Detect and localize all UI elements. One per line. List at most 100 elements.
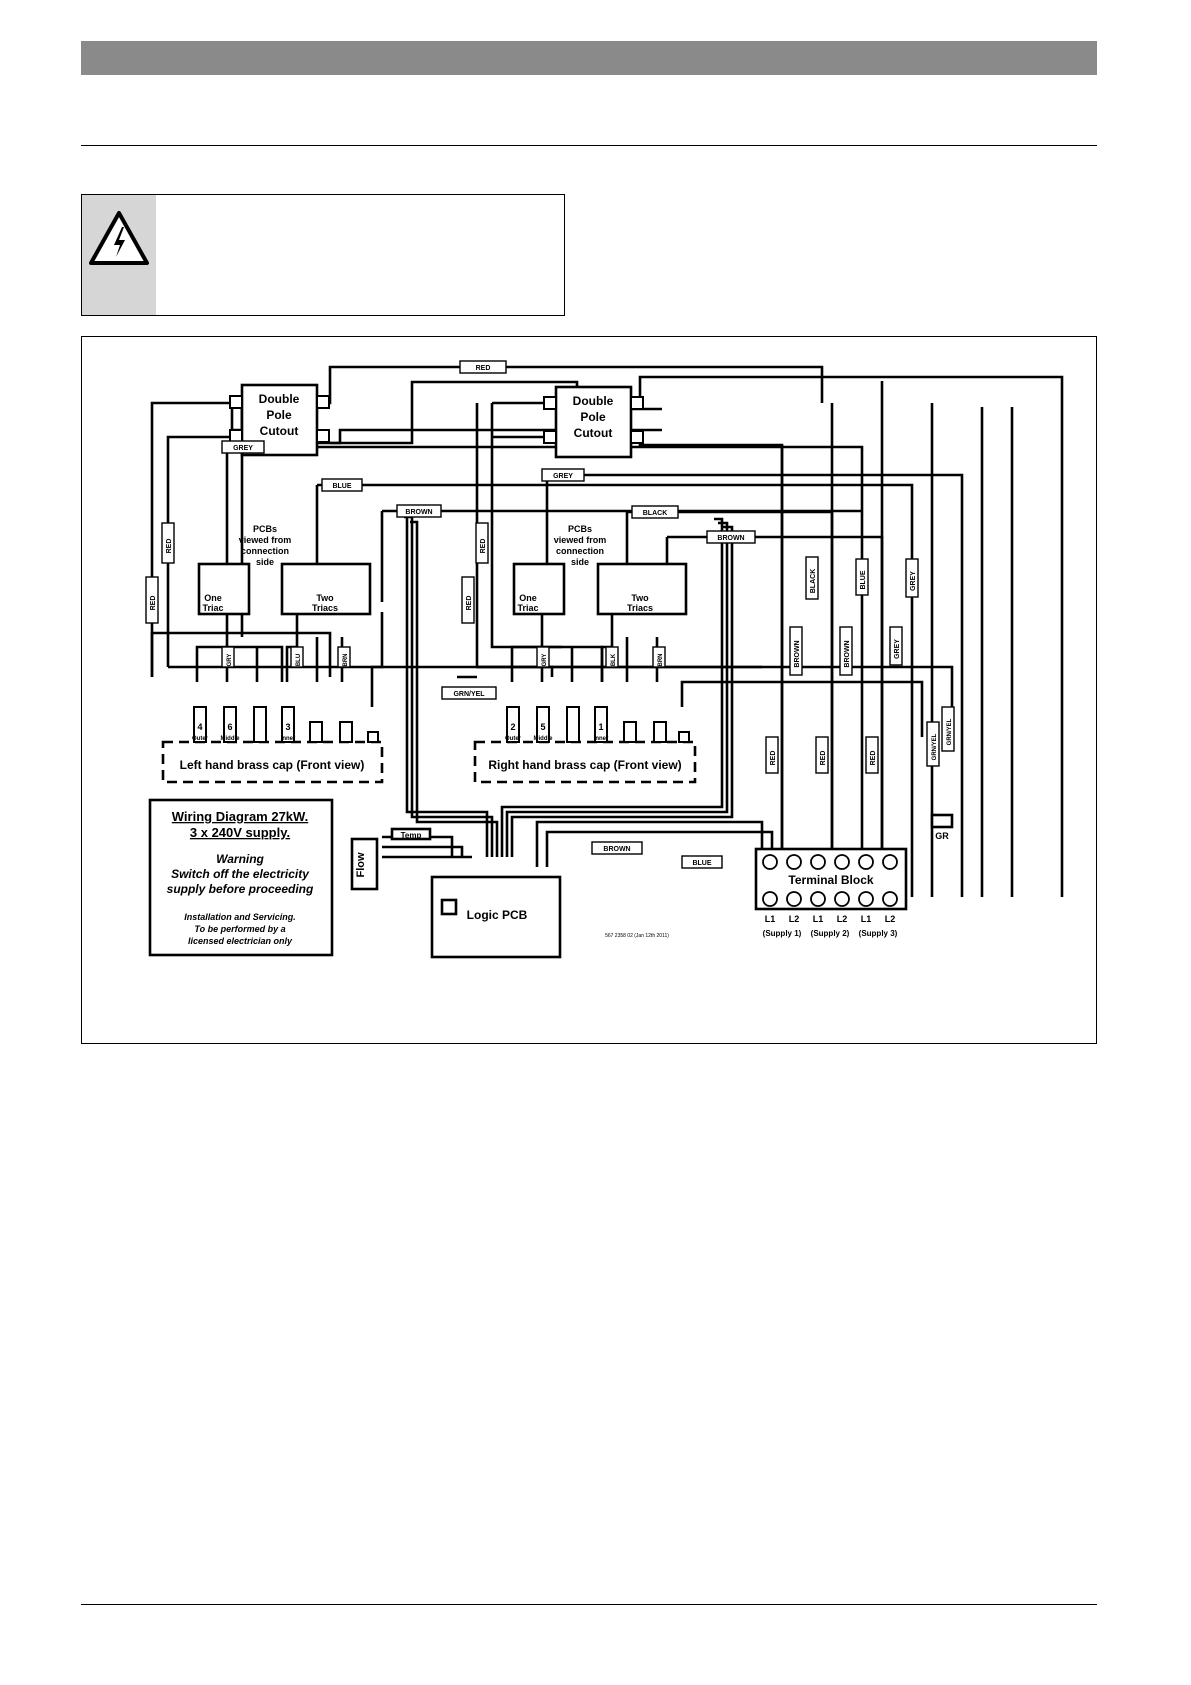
right-brass-cap-outline xyxy=(473,740,697,784)
left-brass-cap-label: Left hand brass cap (Front view) xyxy=(180,758,365,772)
wire-label-grn-yel-vertical-2: GRN/YEL xyxy=(947,718,953,745)
logic-pcb-box xyxy=(430,875,562,959)
wire-label-blue-vertical: BLUE xyxy=(860,570,867,589)
wire-label-brown-bottom: BROWN xyxy=(603,846,630,853)
right-two-triacs-label-2: Triacs xyxy=(627,603,653,613)
wire-label-black-right: BLACK xyxy=(643,510,668,517)
terminal-block-label: Terminal Block xyxy=(788,873,873,887)
right-cutout-label-2: Pole xyxy=(580,410,606,424)
right-two-triacs-label-1: Two xyxy=(631,593,649,603)
left-two-triacs-label-1: Two xyxy=(316,593,334,603)
electric-hazard-icon xyxy=(89,211,149,265)
wire-label-blue-bottom: BLUE xyxy=(692,860,711,867)
right-brass-cap-label: Right hand brass cap (Front view) xyxy=(488,758,681,772)
terminal-l2-b: L2 xyxy=(837,914,848,924)
left-brass-cap-outline xyxy=(161,740,384,784)
left-outer-label: Outer xyxy=(192,736,209,742)
left-terminal-3: 3 xyxy=(285,722,290,732)
wire-label-grn-yel-vertical-1: GRN/YEL xyxy=(932,733,938,760)
ground-label: GR xyxy=(935,831,949,841)
left-terminal-4: 4 xyxy=(197,722,202,732)
wire-label-red-right-1: RED xyxy=(466,596,473,611)
wire-label-brn-left: BRN xyxy=(343,654,349,667)
right-terminal-2: 2 xyxy=(510,722,515,732)
info-box xyxy=(148,798,334,957)
right-terminal-1: 1 xyxy=(598,722,603,732)
wire-label-blk-right: BLK xyxy=(611,653,617,666)
terminal-block-box xyxy=(754,847,908,911)
wire-label-grn-yel: GRN/YEL xyxy=(453,691,485,698)
right-inner-label: Inner xyxy=(594,736,609,742)
wire-label-red-right-2: RED xyxy=(480,539,487,554)
wire-label-brown-left: BROWN xyxy=(405,509,432,516)
wire-label-gry-left: GRY xyxy=(227,654,233,667)
wire-label-blue-left: BLUE xyxy=(332,483,351,490)
temp-sensor-box xyxy=(390,827,432,841)
ground-terminal xyxy=(930,813,954,829)
warning-icon-cell xyxy=(82,195,156,315)
warning-line-1: Switch off the electricity xyxy=(171,867,310,881)
right-cutout-box xyxy=(554,385,633,459)
wiring-diagram-frame: Double Pole Cutout Double Pole Cutout PC… xyxy=(81,336,1097,1044)
right-one-triac-label-1: One xyxy=(519,593,537,603)
right-pcb-caption-3: connection xyxy=(556,546,604,556)
header-rule xyxy=(81,145,1097,146)
right-middle-label: Middle xyxy=(534,736,554,742)
right-two-triacs-box xyxy=(596,562,688,616)
right-one-triac-box xyxy=(512,562,566,616)
terminal-l2-a: L2 xyxy=(789,914,800,924)
wire-label-red-vertical-1: RED xyxy=(770,751,777,766)
left-cutout-label-1: Double xyxy=(259,392,300,406)
left-pcb-caption-1: PCBs xyxy=(253,524,277,534)
right-pcb-caption-4: side xyxy=(571,557,589,567)
terminal-l1-a: L1 xyxy=(765,914,776,924)
wire-label-blu-left: BLU xyxy=(296,654,302,666)
right-pcb-caption-2: viewed from xyxy=(554,535,607,545)
wire-label-grey-right: GREY xyxy=(553,473,573,480)
left-cutout-label-3: Cutout xyxy=(260,424,299,438)
right-outer-label: Outer xyxy=(505,736,522,742)
install-line-1: Installation and Servicing. xyxy=(184,912,296,922)
wire-label-brown-vertical-1: BROWN xyxy=(794,640,801,667)
left-two-triacs-label-2: Triacs xyxy=(312,603,338,613)
wire-label-red-vertical-2: RED xyxy=(820,751,827,766)
supply-1-label: (Supply 1) xyxy=(763,929,802,938)
logic-pcb-label: Logic PCB xyxy=(467,908,528,922)
wire-label-grey-vertical-1: GREY xyxy=(910,571,917,591)
supply-2-label: (Supply 2) xyxy=(811,929,850,938)
danger-notice xyxy=(81,194,565,316)
terminal-l2-c: L2 xyxy=(885,914,896,924)
left-pcb-caption-4: side xyxy=(256,557,274,567)
wire-label-brown-right: BROWN xyxy=(717,535,744,542)
left-cutout-label-2: Pole xyxy=(266,408,292,422)
temp-label: Temp xyxy=(401,831,422,840)
left-two-triacs-box xyxy=(280,562,372,616)
terminal-l1-c: L1 xyxy=(861,914,872,924)
logic-pcb-indicator xyxy=(440,898,458,916)
warning-heading: Warning xyxy=(216,852,264,866)
wire-label-gry-right: GRY xyxy=(542,654,548,667)
wire-label-red-top: RED xyxy=(476,365,491,372)
diagram-title-line-2: 3 x 240V supply. xyxy=(190,825,290,840)
wire-label-red-left-1: RED xyxy=(150,596,157,611)
wire-label-brown-vertical-2: BROWN xyxy=(844,640,851,667)
supply-3-label: (Supply 3) xyxy=(859,929,898,938)
left-one-triac-box xyxy=(197,562,251,616)
wire-label-red-left-2: RED xyxy=(166,539,173,554)
left-pcb-caption-2: viewed from xyxy=(239,535,292,545)
wire-label-brn-right: BRN xyxy=(658,654,664,667)
part-number: 567 2358 02 (Jan 12th 2011) xyxy=(605,933,669,939)
wire-label-black-vertical: BLACK xyxy=(810,569,817,594)
left-middle-label: Middle xyxy=(221,736,241,742)
wiring-diagram: Double Pole Cutout Double Pole Cutout PC… xyxy=(145,360,1064,959)
terminal-l1-b: L1 xyxy=(813,914,824,924)
warning-line-2: supply before proceeding xyxy=(167,882,314,896)
left-terminal-6: 6 xyxy=(227,722,232,732)
left-inner-label: Inner xyxy=(281,736,296,742)
right-cutout-label-1: Double xyxy=(573,394,614,408)
footer-rule xyxy=(81,1604,1097,1605)
left-pcb-caption-3: connection xyxy=(241,546,289,556)
left-one-triac-label-2: Triac xyxy=(202,603,223,613)
install-line-3: licensed electrician only xyxy=(188,936,293,946)
right-terminal-5: 5 xyxy=(540,722,545,732)
